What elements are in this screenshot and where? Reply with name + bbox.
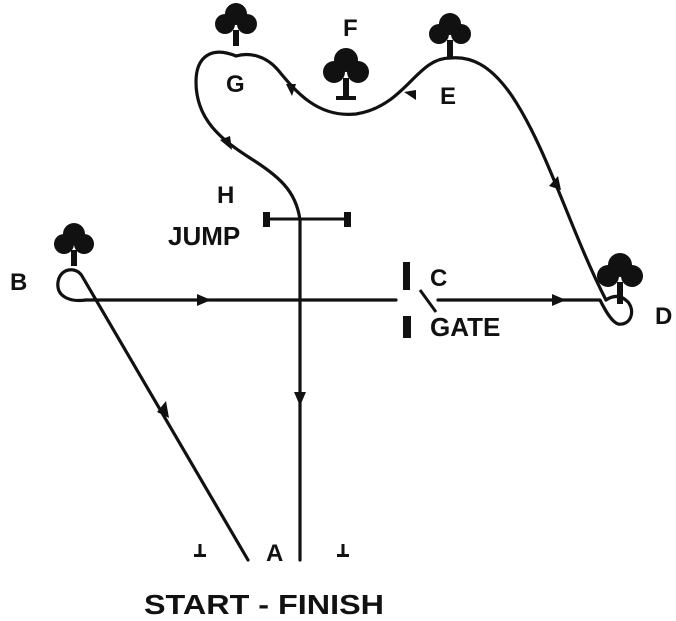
point-label-e: E (440, 83, 456, 110)
point-label-c: C (430, 265, 447, 292)
point-label-g: G (226, 71, 245, 98)
tree-icon (597, 253, 643, 304)
tree-icon (215, 3, 257, 46)
arrow-icon (294, 392, 306, 406)
point-label-b: B (10, 269, 27, 296)
arrow-icon (404, 90, 416, 100)
arrow-icon (220, 136, 232, 150)
arrow-icon (286, 84, 296, 96)
tree-icon (429, 13, 471, 58)
point-label-a: A (266, 540, 283, 567)
arrow-icon (552, 294, 566, 306)
gate-obstacle (403, 262, 438, 338)
start-finish-label: START - FINISH (144, 589, 384, 620)
path-d-to-e (448, 56, 608, 302)
arrow-icon (197, 294, 211, 306)
arrow-icon (157, 401, 169, 418)
flag-marker-icon (337, 544, 349, 557)
point-label-f: F (343, 15, 358, 42)
path-g-to-h (194, 50, 302, 222)
path-c-to-d (436, 294, 634, 326)
gate-label: GATE (430, 312, 500, 342)
point-label-h: H (217, 182, 234, 209)
jump-label: JUMP (168, 221, 240, 251)
tree-icon (54, 223, 94, 266)
arrow-icon (549, 176, 561, 190)
tree-icon (323, 48, 369, 100)
jump-obstacle (263, 212, 351, 227)
point-label-d: D (655, 303, 672, 330)
path-a-to-b (56, 268, 250, 562)
flag-marker-icon (194, 544, 206, 557)
path-e-to-g (234, 52, 452, 116)
